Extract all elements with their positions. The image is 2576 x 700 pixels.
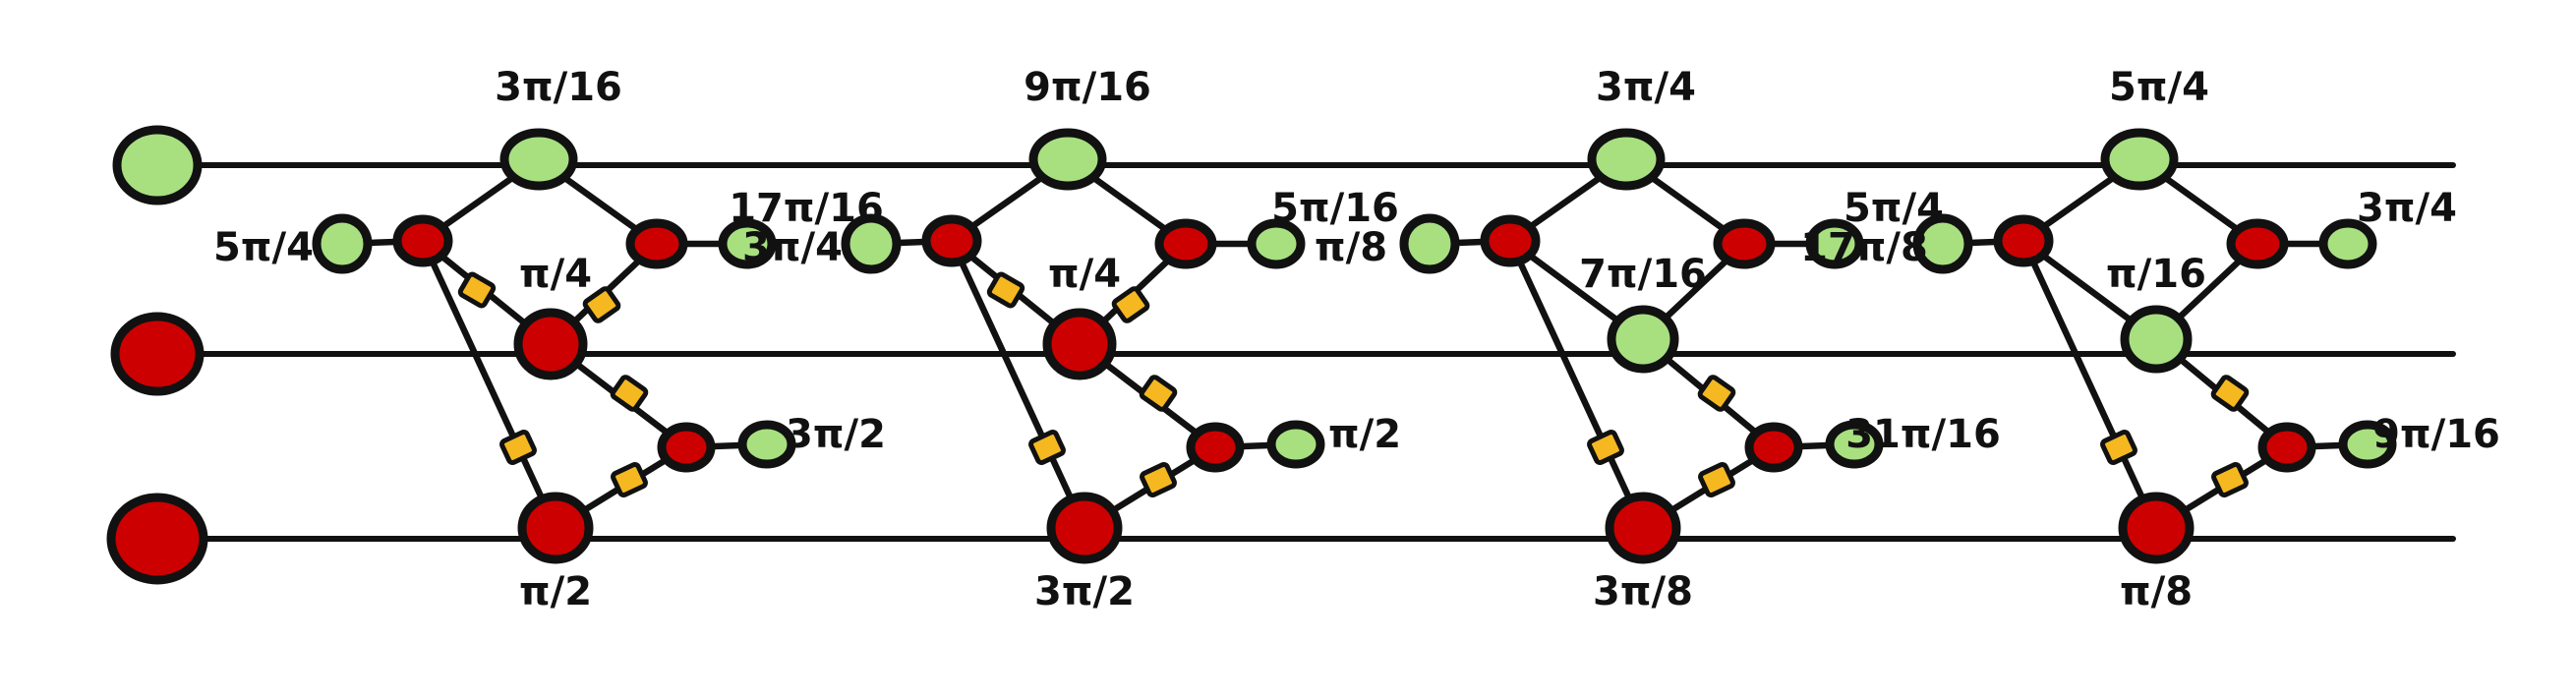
block-2-hadamard-2	[1111, 286, 1150, 323]
block-4-label-top: 5π/4	[2109, 65, 2209, 110]
block-2-x-spider-low-right	[1186, 422, 1245, 473]
block-3-hadamard-3	[1697, 375, 1736, 412]
block-1-label-right: 17π/16	[729, 186, 884, 231]
block-4-label-bottom: π/8	[2120, 569, 2193, 614]
block-2-label-left: 3π/4	[742, 225, 843, 270]
block-1-label-middle: π/4	[519, 252, 592, 297]
block-1-x-spider-low-right	[657, 422, 716, 473]
block-1-x-spider-right	[625, 218, 688, 269]
block-1-hadamard-5	[611, 462, 648, 497]
block-4-x-spider-bottom	[2118, 492, 2195, 564]
x-spider-input-2	[110, 312, 205, 396]
block-1-label-left: 5π/4	[213, 225, 314, 270]
block-3-label-middle: 7π/16	[1579, 252, 1707, 297]
block-2-x-spider-bottom	[1046, 492, 1123, 564]
block-1-hadamard-2	[582, 286, 621, 323]
block-2-hadamard-3	[1139, 375, 1178, 412]
block-4-hadamard-3	[2210, 375, 2250, 412]
block-4-x-spider-right	[2226, 218, 2289, 269]
block-2-hadamard-4	[1028, 430, 1066, 465]
block-3-x-spider-right	[1713, 218, 1776, 269]
block-1-x-spider-bottom	[517, 492, 594, 564]
block-1-label-top: 3π/16	[495, 65, 622, 110]
block-3-z-spider-top	[1587, 128, 1666, 191]
block-3-z-spider-right-far	[1805, 218, 1864, 269]
block-1-label-bottom: π/2	[519, 569, 592, 614]
block-3-x-spider-low-right	[1744, 422, 1803, 473]
block-4-hadamard-5	[2211, 462, 2249, 497]
block-4-z-spider-middle	[2120, 305, 2193, 374]
block-1-z-spider-top	[499, 128, 578, 191]
block-2-label-right: 5π/16	[1271, 186, 1399, 231]
block-2-z-spider-low-far	[1266, 420, 1325, 469]
block-4-edge-c-bot	[2020, 237, 2160, 532]
block-3-x-spider-bottom	[1605, 492, 1681, 564]
block-2-hadamard-5	[1140, 462, 1177, 497]
block-2-x-spider-center	[921, 214, 982, 267]
block-4-label-middle: π/16	[2106, 252, 2206, 297]
block-3-z-spider-middle	[1607, 305, 1679, 374]
block-3-edge-c-bot	[1506, 237, 1647, 532]
block-1-x-spider-middle	[513, 308, 588, 380]
block-4-label-left: 17π/8	[1800, 225, 1928, 270]
block-2-hadamard-1	[986, 271, 1025, 309]
block-2-x-spider-right	[1154, 218, 1217, 269]
block-1-z-spider-left	[312, 213, 373, 274]
x-spider-input-3	[106, 493, 208, 585]
block-3-label-bottom: 3π/8	[1593, 569, 1693, 614]
block-4-z-spider-low-far	[2338, 420, 2397, 469]
block-4-z-spider-top	[2100, 128, 2179, 191]
block-1-z-spider-right-far	[718, 218, 777, 269]
block-3-label-left: π/8	[1315, 225, 1387, 270]
block-3-z-spider-low-far	[1825, 420, 1884, 469]
block-2-label-low-right: π/2	[1328, 412, 1401, 457]
block-3-label-low-right: 31π/16	[1845, 412, 2001, 457]
block-4-label-right: 3π/4	[2357, 186, 2457, 231]
block-1-z-spider-low-far	[737, 420, 796, 469]
block-4-z-spider-right-far	[2318, 218, 2377, 269]
block-3-z-spider-left	[1399, 213, 1460, 274]
z-spider-input-1	[112, 125, 203, 205]
block-3-label-top: 3π/4	[1596, 65, 1696, 110]
block-4-z-spider-left	[1912, 213, 1973, 274]
block-1-hadamard-3	[610, 375, 649, 412]
block-1-x-spider-center	[392, 214, 453, 267]
block-4-label-low-right: 9π/16	[2372, 412, 2500, 457]
block-1-hadamard-4	[499, 430, 537, 465]
block-2-z-spider-top	[1028, 128, 1107, 191]
block-2-z-spider-left	[841, 213, 902, 274]
block-2-z-spider-right-far	[1247, 218, 1306, 269]
block-2-label-top: 9π/16	[1024, 65, 1151, 110]
phase-labels: 3π/165π/417π/16π/43π/2π/29π/163π/45π/16π…	[213, 65, 2500, 614]
block-1-hadamard-1	[457, 271, 497, 309]
block-2-x-spider-middle	[1042, 308, 1117, 380]
block-4-x-spider-center	[1993, 214, 2054, 267]
block-2-edge-c-bot	[948, 237, 1088, 532]
block-3-label-right: 5π/4	[1844, 186, 1944, 231]
nodes	[106, 125, 2397, 585]
block-3-hadamard-4	[1587, 430, 1624, 465]
block-3-hadamard-5	[1698, 462, 1735, 497]
block-2-label-middle: π/4	[1048, 252, 1121, 297]
block-3-x-spider-center	[1480, 214, 1541, 267]
block-1-label-low-right: 3π/2	[786, 412, 886, 457]
block-2-label-bottom: 3π/2	[1034, 569, 1135, 614]
block-4-hadamard-4	[2100, 430, 2137, 465]
block-1-edge-c-bot	[419, 237, 559, 532]
block-4-x-spider-low-right	[2257, 422, 2316, 473]
